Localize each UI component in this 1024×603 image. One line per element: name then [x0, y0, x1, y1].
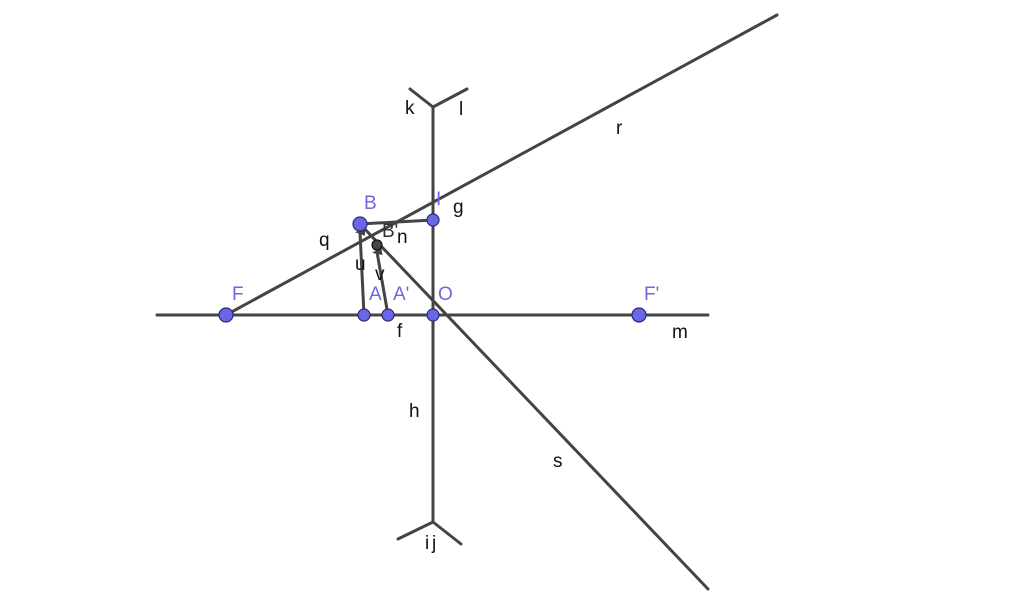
label-point-I: I — [436, 189, 441, 210]
label-point-A: A — [369, 284, 382, 305]
label-line-r: r — [616, 118, 623, 139]
point-B[interactable] — [352, 216, 368, 232]
label-line-i: i — [425, 533, 429, 554]
label-line-j: j — [431, 533, 436, 554]
point-I[interactable] — [426, 213, 440, 227]
lens-top-arm-l[interactable] — [431, 87, 469, 109]
label-segment-f: f — [397, 321, 403, 342]
label-point-B: B — [364, 193, 377, 214]
point-O[interactable] — [426, 308, 440, 322]
segment-g[interactable] — [358, 218, 435, 226]
label-line-l: l — [459, 99, 463, 120]
label-point-A-prime: A' — [393, 284, 409, 305]
label-point-F-prime: F' — [644, 284, 659, 305]
point-A-prime[interactable] — [381, 308, 395, 322]
ray-line-s[interactable] — [358, 222, 710, 591]
label-line-k: k — [405, 98, 415, 119]
object-vector-u[interactable] — [355, 227, 366, 317]
label-segment-g: g — [453, 197, 464, 218]
label-point-B-prime: B' — [382, 221, 398, 242]
image-vector-v[interactable] — [372, 247, 390, 317]
label-line-h: h — [409, 401, 420, 422]
label-point-F: F — [232, 284, 244, 305]
lens-bottom-arm-i[interactable] — [396, 520, 435, 541]
label-line-s: s — [553, 451, 563, 472]
lens-bottom-arm-j[interactable] — [431, 520, 463, 546]
point-B-prime[interactable] — [371, 239, 383, 251]
label-vector-u: u — [355, 254, 366, 275]
label-vector-v: v — [375, 264, 385, 285]
label-segment-q: q — [319, 230, 330, 251]
point-A[interactable] — [357, 308, 371, 322]
label-segment-n: n — [397, 227, 408, 248]
label-line-m: m — [672, 322, 688, 343]
point-F[interactable] — [218, 307, 234, 323]
lens-top-arm-k[interactable] — [408, 87, 435, 109]
ray-line-r[interactable] — [224, 13, 779, 317]
point-F-prime[interactable] — [631, 307, 647, 323]
label-point-O: O — [438, 284, 453, 305]
